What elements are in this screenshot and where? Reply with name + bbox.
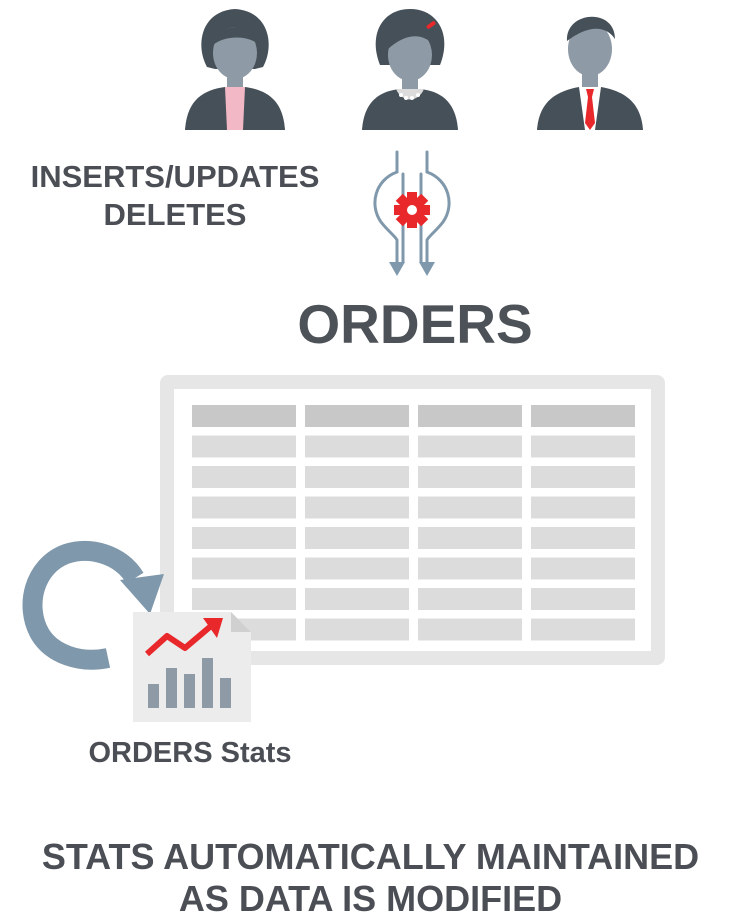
- stats-document-icon: [133, 612, 251, 722]
- user-woman-icon: [185, 9, 285, 130]
- stats-bar-4: [202, 658, 213, 708]
- table-cell: [418, 527, 522, 549]
- table-cell: [305, 618, 409, 641]
- table-cell: [531, 435, 635, 458]
- table-cell: [418, 618, 522, 641]
- stats-trend-line: [144, 623, 213, 657]
- table-cell: [305, 557, 409, 580]
- table-cell: [192, 466, 296, 488]
- footer-line-2: AS DATA IS MODIFIED: [178, 878, 563, 919]
- table-cell: [305, 588, 409, 610]
- table-cell: [192, 588, 296, 610]
- user-girl-icon: [362, 9, 458, 130]
- table-cell: [418, 557, 522, 580]
- table-cell: [531, 557, 635, 580]
- table-cell: [531, 466, 635, 488]
- stats-label: ORDERS Stats: [88, 737, 292, 769]
- table-header-cell: [305, 405, 409, 427]
- table-header-cell: [531, 405, 635, 427]
- table-cell: [418, 496, 522, 519]
- orders-table: [160, 375, 665, 665]
- table-cell: [531, 496, 635, 519]
- table-cell: [531, 618, 635, 641]
- operations-line-2: DELETES: [103, 197, 247, 232]
- stats-bar-5: [220, 678, 231, 708]
- table-cell: [418, 435, 522, 458]
- footer-caption: STATS AUTOMATICALLY MAINTAINED AS DATA I…: [0, 836, 741, 920]
- table-header-cell: [192, 405, 296, 427]
- table-cell: [531, 527, 635, 549]
- table-cell: [305, 527, 409, 549]
- stats-bar-1: [148, 684, 159, 708]
- table-cell: [192, 557, 296, 580]
- table-cell: [531, 588, 635, 610]
- refresh-arrow-icon: [22, 541, 164, 670]
- stats-trend-arrowhead: [203, 618, 223, 638]
- table-cell: [192, 527, 296, 549]
- user-man-icon: [537, 16, 643, 130]
- table-cell: [418, 588, 522, 610]
- stats-bar-2: [166, 668, 177, 708]
- table-cell: [305, 435, 409, 458]
- table-cell: [305, 496, 409, 519]
- table-cell: [192, 435, 296, 458]
- table-cell: [192, 496, 296, 519]
- table-cell: [305, 466, 409, 488]
- gear-flow-icon: [373, 150, 451, 276]
- table-header-cell: [418, 405, 522, 427]
- operations-label: INSERTS/UPDATES DELETES: [20, 158, 330, 234]
- table-title: ORDERS: [297, 293, 533, 355]
- operations-line-1: INSERTS/UPDATES: [30, 159, 320, 194]
- footer-line-1: STATS AUTOMATICALLY MAINTAINED: [41, 836, 700, 877]
- table-cell: [418, 466, 522, 488]
- stats-bar-3: [184, 674, 195, 708]
